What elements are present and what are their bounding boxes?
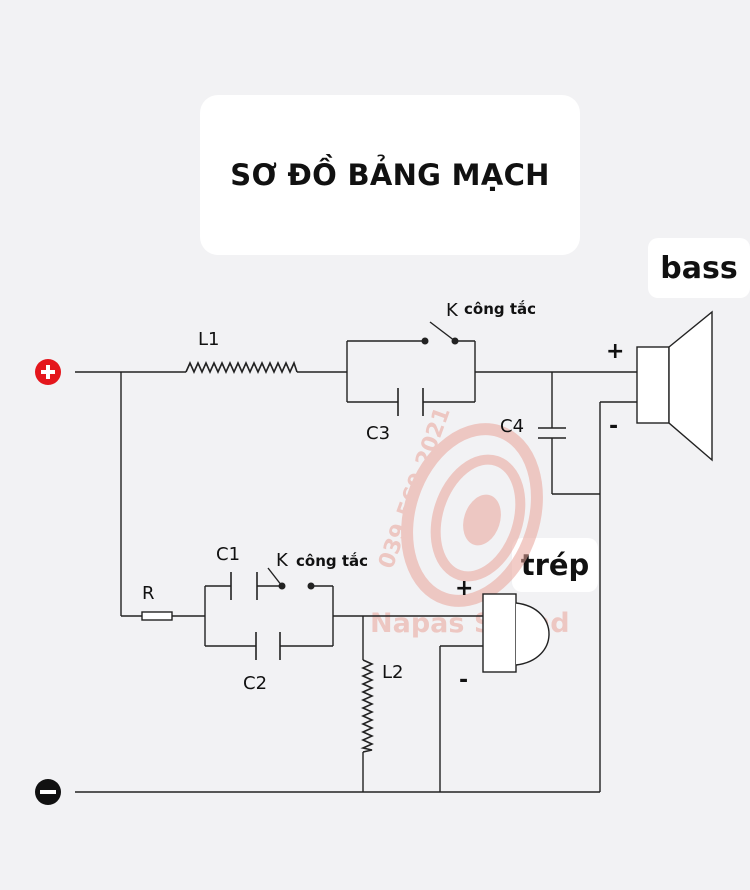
label-R: R [142,583,155,604]
label-L2: L2 [382,662,403,683]
treble-label: trép [520,548,590,582]
resistor-R [141,611,173,621]
label-K-top: K [446,300,459,321]
label-C3: C3 [366,423,390,444]
label-C2: C2 [243,673,267,694]
watermark: 039.569.2021 Napas Sound [370,404,570,639]
bass-label-box: bass [648,238,750,298]
title-box: SƠ ĐỒ BẢNG MẠCH [200,95,580,255]
label-C4: C4 [500,416,524,437]
tweeter-speaker-icon [482,593,550,673]
inductor-L2 [360,659,374,753]
label-K-bottom: K [276,550,289,571]
inductor-L1 [185,360,298,374]
wires [75,340,637,793]
capacitor-C2 [255,632,281,660]
capacitor-C1 [230,572,258,600]
speaker-logo-icon [401,423,543,607]
label-switch-top: công tắc [464,299,536,318]
switch-bottom [267,567,315,590]
minus-circle-icon [35,779,61,805]
bass-label: bass [660,250,738,286]
capacitor-C4 [538,427,566,439]
switch-top [421,321,459,345]
bass-plus-sign: + [606,339,624,364]
plus-circle-icon [35,359,61,385]
label-L1: L1 [198,329,219,350]
capacitor-C3 [397,388,424,416]
label-switch-bottom: công tắc [296,551,368,570]
diagram-title: SƠ ĐỒ BẢNG MẠCH [230,158,550,192]
treble-minus-sign: - [459,668,468,693]
bass-speaker-icon [636,310,713,462]
treble-plus-sign: + [455,576,473,601]
bass-minus-sign: - [609,414,618,439]
label-C1: C1 [216,544,240,565]
